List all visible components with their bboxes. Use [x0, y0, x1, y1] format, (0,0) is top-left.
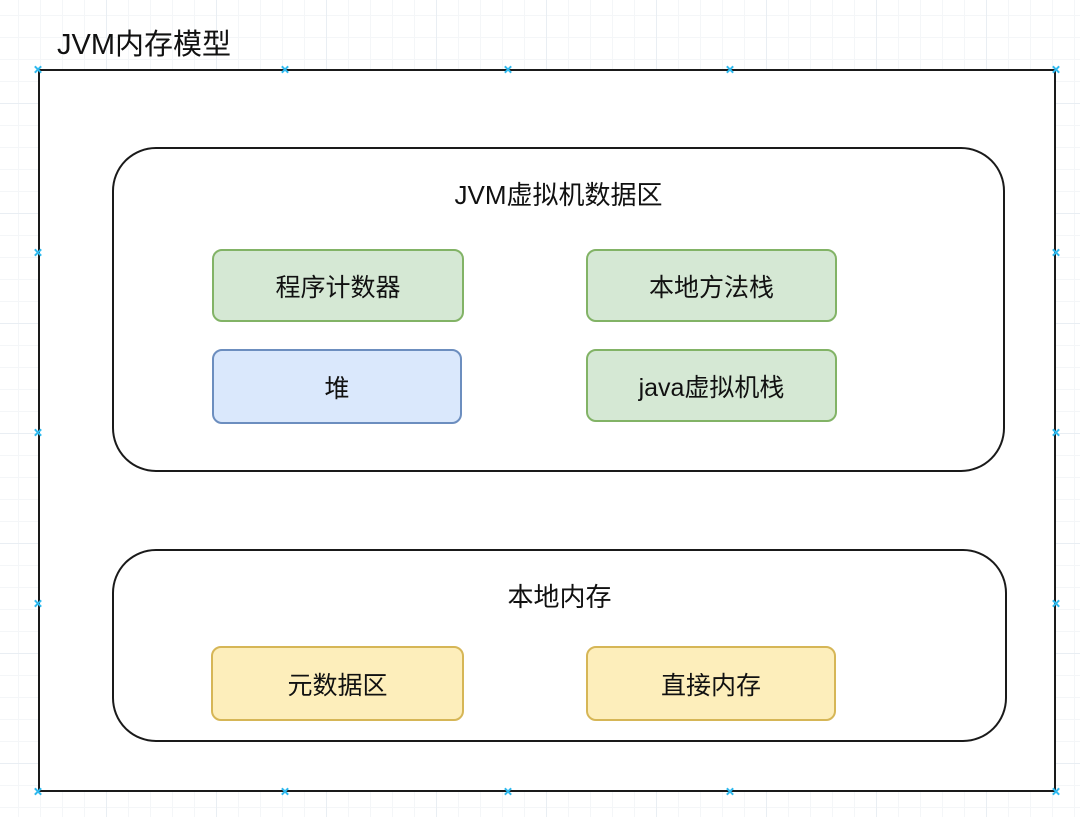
connection-point-handle[interactable]: [1052, 428, 1061, 437]
connection-point-handle[interactable]: [34, 599, 43, 608]
node-metaspace[interactable]: 元数据区: [211, 646, 464, 721]
connection-point-handle[interactable]: [726, 65, 735, 74]
connection-point-handle[interactable]: [34, 65, 43, 74]
connection-point-handle[interactable]: [34, 787, 43, 796]
connection-point-handle[interactable]: [726, 787, 735, 796]
connection-point-handle[interactable]: [1052, 599, 1061, 608]
connection-point-handle[interactable]: [1052, 65, 1061, 74]
connection-point-handle[interactable]: [504, 787, 513, 796]
connection-point-handle[interactable]: [504, 65, 513, 74]
node-direct-memory[interactable]: 直接内存: [586, 646, 836, 721]
container-native-memory[interactable]: 本地内存 元数据区 直接内存: [112, 549, 1007, 742]
node-program-counter[interactable]: 程序计数器: [212, 249, 464, 322]
container-jvm-data-area-title: JVM虚拟机数据区: [454, 180, 663, 210]
connection-point-handle[interactable]: [1052, 787, 1061, 796]
container-native-memory-title: 本地内存: [507, 582, 612, 612]
connection-point-handle[interactable]: [1052, 248, 1061, 257]
connection-point-handle[interactable]: [34, 428, 43, 437]
connection-point-handle[interactable]: [281, 787, 290, 796]
node-heap[interactable]: 堆: [212, 349, 462, 424]
outer-boundary-shape[interactable]: JVM虚拟机数据区 程序计数器 本地方法栈 堆 java虚拟机栈 本地内存 元数…: [38, 69, 1056, 792]
diagram-title[interactable]: JVM内存模型: [57, 29, 232, 61]
container-jvm-data-area[interactable]: JVM虚拟机数据区 程序计数器 本地方法栈 堆 java虚拟机栈: [112, 147, 1005, 472]
node-native-method-stack[interactable]: 本地方法栈: [586, 249, 837, 322]
connection-point-handle[interactable]: [34, 248, 43, 257]
connection-point-handle[interactable]: [281, 65, 290, 74]
node-java-vm-stack[interactable]: java虚拟机栈: [586, 349, 837, 422]
